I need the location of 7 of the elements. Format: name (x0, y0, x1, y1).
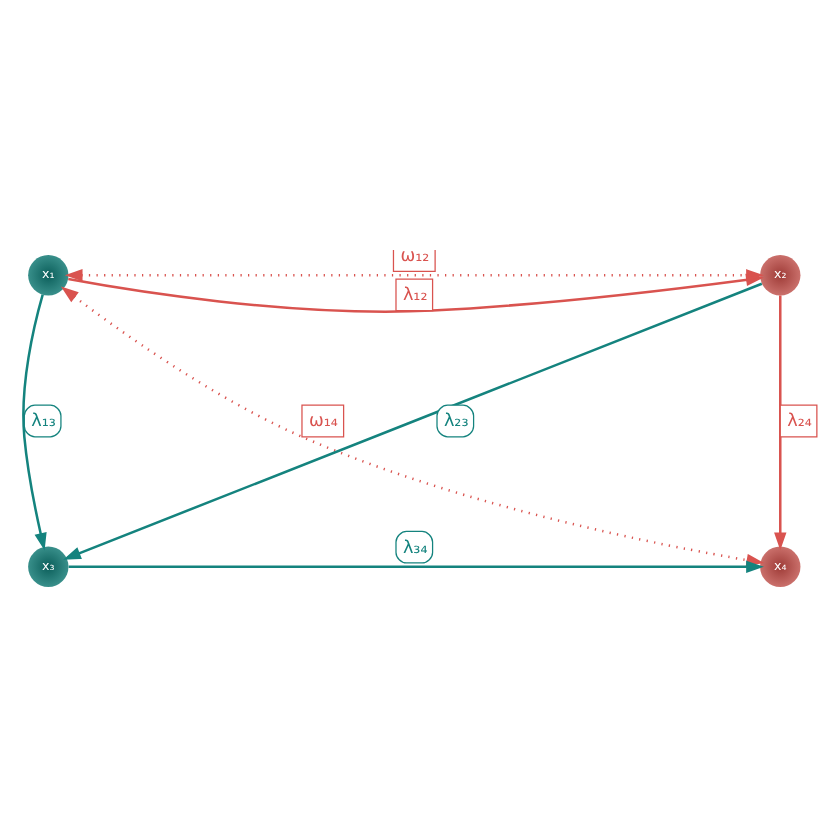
edge-label: λ₂₃ (443, 411, 469, 432)
edge-label: λ₃₄ (402, 537, 428, 558)
edge-label: ω₁₄ (308, 411, 338, 432)
edge-label: λ₁₃ (31, 411, 56, 432)
edge-label: λ₁₂ (402, 285, 428, 306)
edge-label: λ₂₄ (787, 411, 812, 432)
edge-label: ω₁₂ (400, 245, 430, 266)
